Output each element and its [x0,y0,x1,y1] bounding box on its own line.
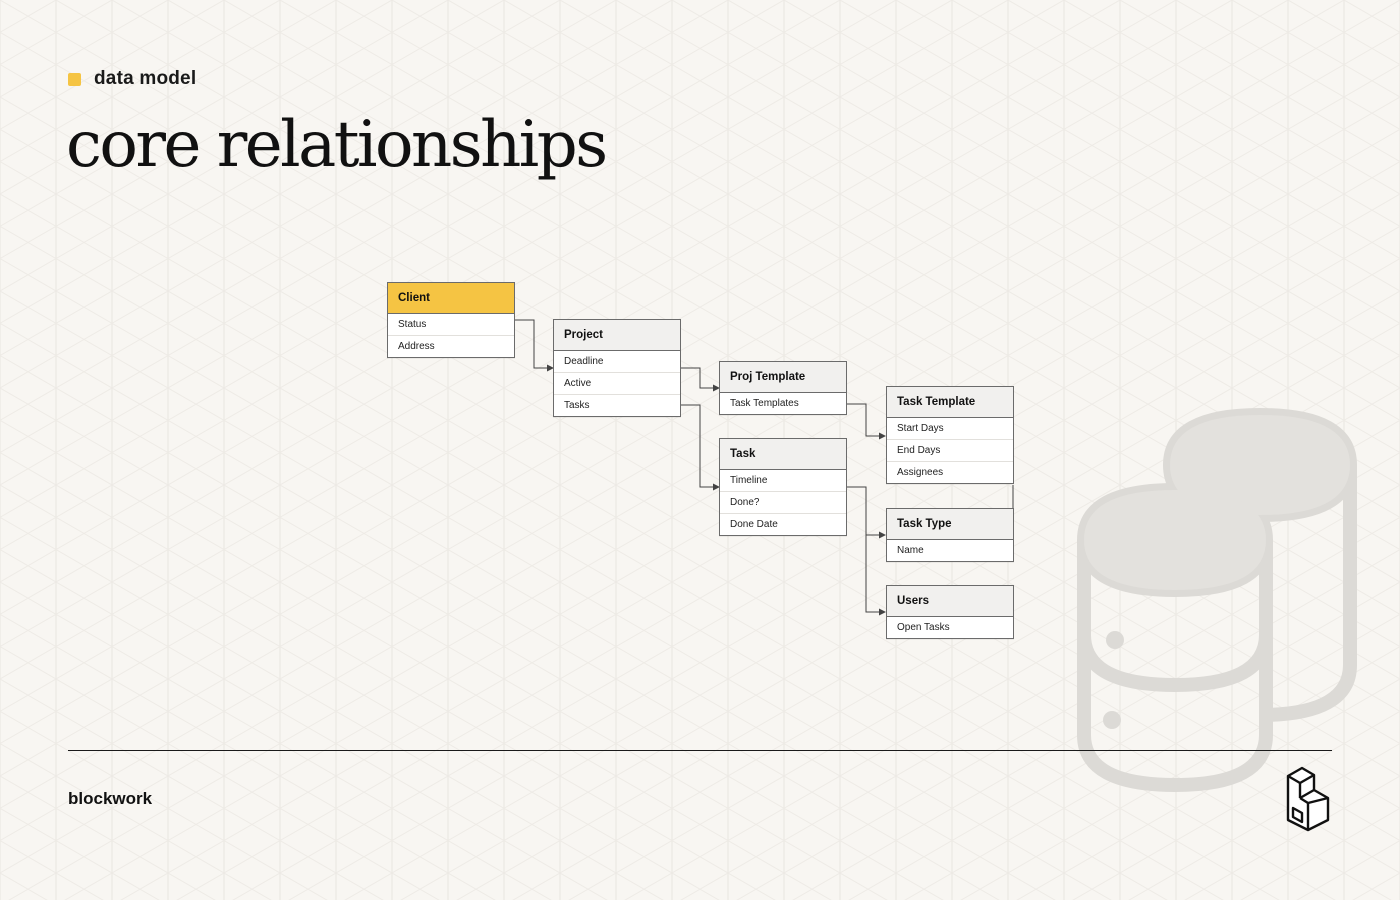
entity-users[interactable]: Users Open Tasks [886,585,1014,639]
brand-name: blockwork [68,789,153,808]
field-active: Active [554,372,680,394]
entity-client[interactable]: Client Status Address [387,282,515,358]
section-eyebrow: data model [68,68,196,90]
entity-task-template-title: Task Template [887,387,1013,418]
field-address: Address [388,335,514,357]
field-status: Status [398,319,427,330]
entity-task-title: Task [720,439,846,470]
entity-proj-template[interactable]: Proj Template Task Templates [719,361,847,415]
entity-client-title: Client [388,283,514,314]
accent-square [68,72,81,86]
database-illustration [1077,408,1357,792]
footer-divider [68,750,1332,751]
field-task-templates: Task Templates [730,398,799,409]
entity-proj-template-title: Proj Template [720,362,846,393]
field-timeline: Timeline [730,475,768,486]
field-done: Done? [720,491,846,513]
entity-project-title: Project [554,320,680,351]
field-assignees: Assignees [887,461,1013,483]
field-done-date: Done Date [720,513,846,535]
entity-task[interactable]: Task Timeline Done? Done Date [719,438,847,536]
field-tasks: Tasks [554,394,680,416]
page-title: core relationships [66,108,608,182]
field-open-tasks: Open Tasks [897,622,950,633]
entity-task-template[interactable]: Task Template Start Days End Days Assign… [886,386,1014,484]
blockwork-logo-icon [1286,766,1330,832]
entity-users-title: Users [887,586,1013,617]
field-name: Name [897,545,924,556]
eyebrow-label: data model [94,68,197,89]
entity-task-type[interactable]: Task Type Name [886,508,1014,562]
entity-project[interactable]: Project Deadline Active Tasks [553,319,681,417]
entity-task-type-title: Task Type [887,509,1013,540]
field-deadline: Deadline [564,356,604,367]
field-end-days: End Days [887,439,1013,461]
field-start-days: Start Days [897,423,944,434]
